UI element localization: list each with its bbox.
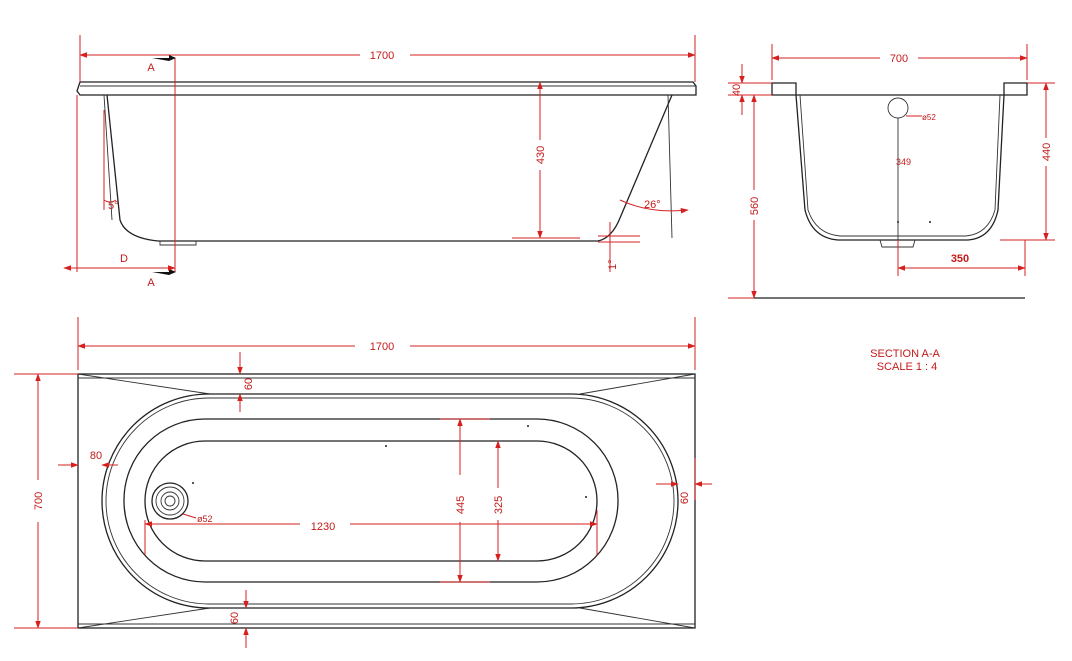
plan-floor-length-label: 1230 (311, 521, 335, 533)
section-waste-height-label: 349 (896, 157, 911, 167)
plan-outer-rim (77, 373, 696, 629)
plan-rim-right-label: 60 (679, 492, 691, 504)
plan-rim-left-label: 80 (90, 450, 102, 462)
section-half-width-label: 350 (951, 253, 969, 265)
detail-mark: D (120, 253, 128, 265)
side-rim (76, 81, 697, 96)
side-view: 1700 430 A A D 5° 26° 1° (63, 35, 697, 289)
plan-floor-width-label: 325 (493, 496, 505, 514)
section-waste-circle (887, 97, 909, 119)
section-width-label: 700 (890, 53, 908, 65)
plan-waste-outer (151, 482, 189, 520)
section-outline (771, 82, 1028, 241)
section-view: 700 40 560 440 ø52 349 350 SECTION A-A S… (728, 44, 1055, 373)
plan-rim-top-label: 60 (243, 378, 255, 390)
side-body (106, 94, 673, 242)
plan-floor-inner (144, 440, 598, 562)
section-mark-bottom: A (147, 277, 155, 289)
section-height-label: 560 (749, 197, 761, 215)
section-inner-depth-label: 440 (1041, 143, 1053, 161)
section-waste-label: ø52 (922, 113, 936, 122)
section-scale: SCALE 1 : 4 (877, 361, 938, 373)
plan-length-label: 1700 (370, 341, 394, 353)
plan-waste-label: ø52 (197, 514, 213, 524)
angle-floor-label: 1° (607, 259, 619, 270)
plan-inner-width-label: 445 (455, 496, 467, 514)
angle-left-label: 5° (108, 200, 119, 212)
section-mark-top: A (147, 62, 155, 74)
plan-inner-outline (101, 393, 679, 609)
plan-width-label: 700 (33, 492, 45, 510)
side-depth-label: 430 (535, 146, 547, 164)
section-title: SECTION A-A (870, 348, 940, 360)
plan-floor-outer (123, 418, 619, 583)
side-length-label: 1700 (370, 50, 394, 62)
plan-view: 1700 700 60 60 80 60 445 325 (14, 317, 712, 648)
section-rim-label: 40 (731, 84, 743, 96)
plan-rim-bottom-label: 60 (229, 612, 241, 624)
angle-right-label: 26° (644, 199, 661, 211)
